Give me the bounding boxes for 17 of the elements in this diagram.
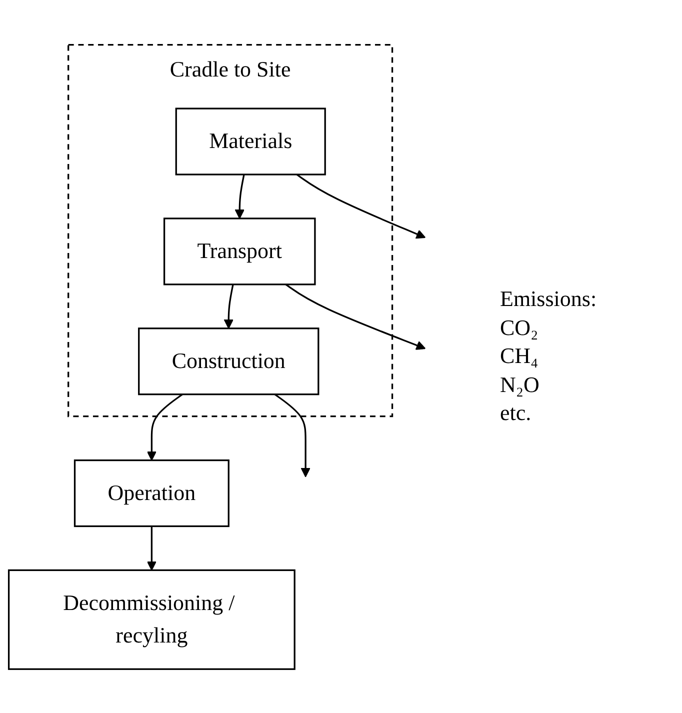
emission-label: etc. xyxy=(500,399,532,428)
arrow xyxy=(274,393,310,477)
emission-label: CO₂ xyxy=(500,314,538,342)
arrow xyxy=(146,526,157,570)
node-box: Materials xyxy=(175,107,326,175)
arrow xyxy=(234,174,245,218)
emission-label: N₂O xyxy=(500,370,540,399)
arrow xyxy=(224,284,234,328)
emission-label: Emissions: xyxy=(500,285,597,314)
node-box: Transport xyxy=(163,217,316,285)
node-box: Decommissioning / recyling xyxy=(8,568,296,670)
node-box: Operation xyxy=(74,459,230,527)
arrow xyxy=(146,393,183,460)
arrow xyxy=(285,283,426,350)
arrow xyxy=(296,173,426,238)
node-box: Construction xyxy=(138,327,320,395)
emission-label: CH₄ xyxy=(500,342,538,370)
